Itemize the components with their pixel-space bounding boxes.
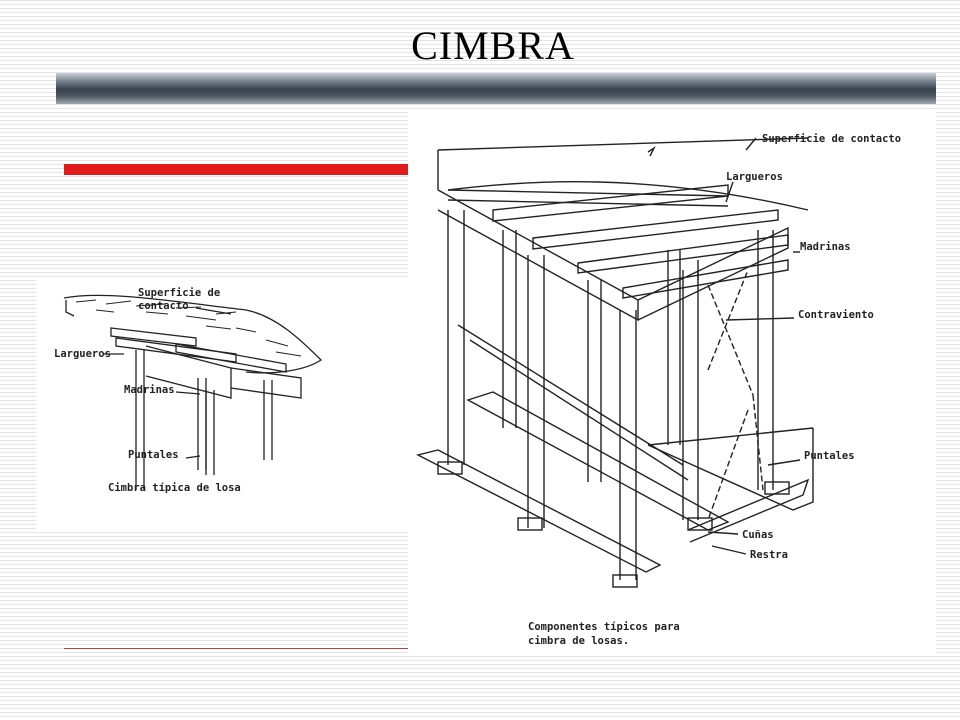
label-cunas: Cuñas [742,529,774,541]
formwork-components-drawing: Superficie de contacto Largueros Madrina… [416,133,901,647]
label-madrinas: Madrinas [124,384,175,396]
label-largueros: Largueros [54,348,111,360]
left-figure-caption: Cimbra típica de losa [108,482,241,494]
right-caption-line2: cimbra de losas. [528,635,629,647]
label-puntales: Puntales [128,449,179,461]
title-divider-bar [56,73,936,104]
label-superficie-line1: Superficie de [138,287,220,299]
label-superficie-de-contacto: Superficie de contacto [762,133,901,145]
label-contraviento: Contraviento [798,309,874,321]
red-bottom-line [64,648,410,649]
slide-title: CIMBRA [411,23,575,68]
right-caption-line1: Componentes típicos para [528,621,680,633]
red-accent-bar [64,164,410,175]
label-superficie-line2: contacto [138,300,189,312]
right-figure-panel: Superficie de contacto Largueros Madrina… [408,110,936,656]
label-puntales-right: Puntales [804,450,855,462]
left-figure-panel: Superficie de contacto Largueros Madrina… [36,280,408,530]
label-restra: Restra [750,549,788,561]
label-largueros-right: Largueros [726,171,783,183]
label-madrinas-right: Madrinas [800,241,851,253]
slab-formwork-sketch: Superficie de contacto Largueros Madrina… [54,287,323,494]
